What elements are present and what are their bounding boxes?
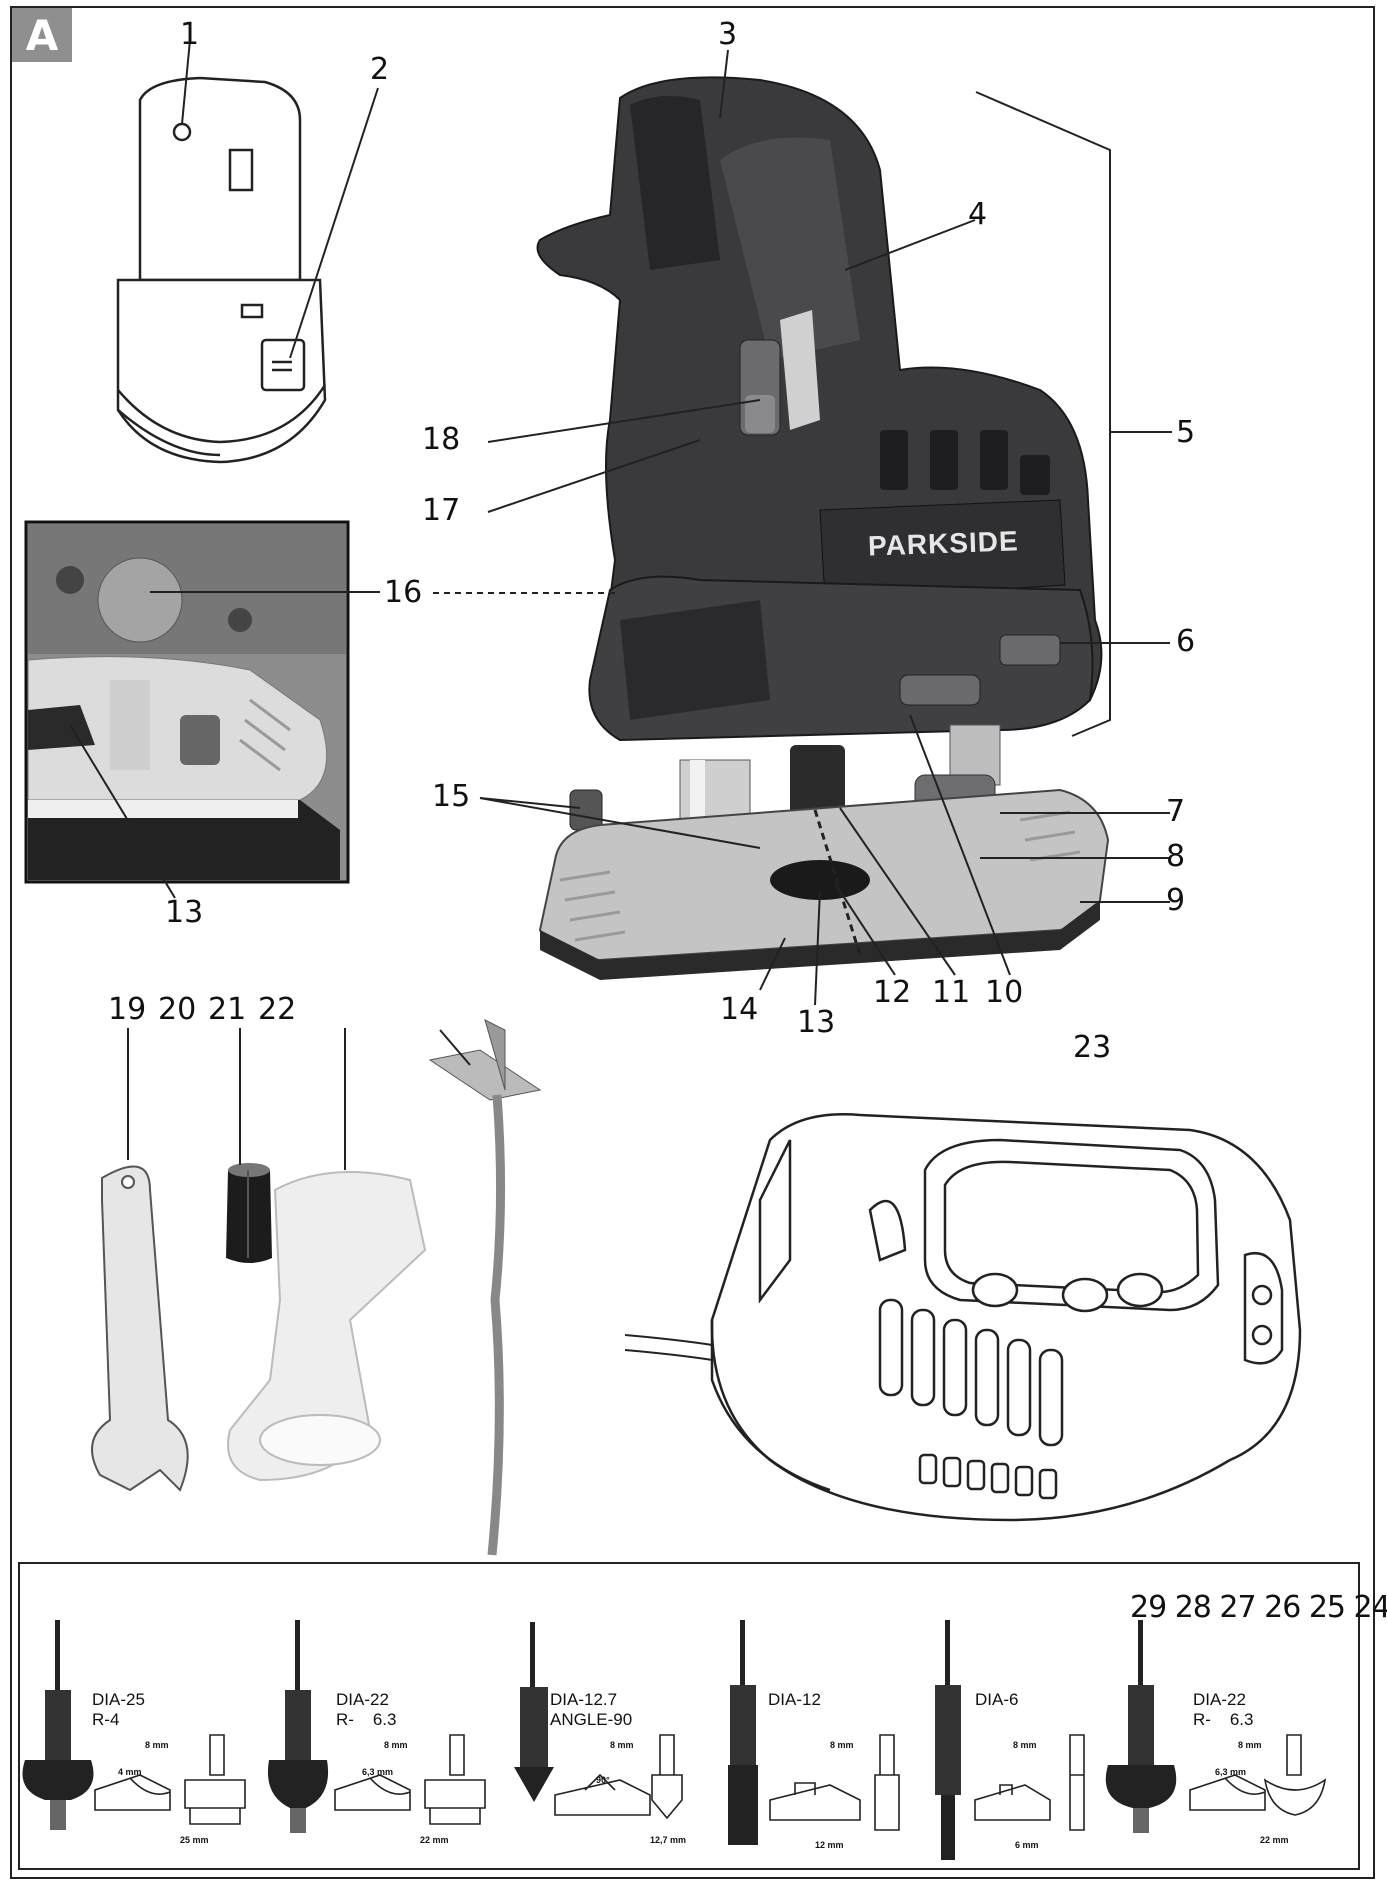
router-drawing (536, 76, 1110, 980)
bit-5-dia: 6 mm (1015, 1840, 1039, 1850)
bit-1-cut: 4 mm (118, 1767, 142, 1777)
callout-6: 6 (1176, 624, 1196, 659)
callout-12: 12 (873, 975, 912, 1010)
bit-2-shank: 8 mm (384, 1740, 408, 1750)
figure-letter-badge: A (12, 8, 72, 62)
brand-nameplate: PARKSIDE (867, 525, 1020, 562)
callout-15: 15 (432, 779, 471, 814)
callout-18: 18 (422, 422, 461, 457)
inset-detail (24, 520, 350, 884)
router-bits-drawing (22, 1620, 1327, 1860)
callout-2: 2 (370, 52, 390, 87)
leader-lines-router (433, 49, 1170, 1006)
callout-21: 21 (208, 992, 247, 1027)
callout-10: 10 (985, 975, 1024, 1010)
router-bits-panel (18, 1562, 1360, 1870)
figure-frame (10, 6, 1375, 1879)
callout-13-inset: 13 (165, 895, 204, 930)
bit-3-dia: 12,7 mm (650, 1835, 687, 1845)
leader-2 (289, 87, 379, 359)
bit-4-dia: 12 mm (815, 1840, 844, 1850)
bit-6-cut: 6,3 mm (1215, 1767, 1247, 1777)
bit-2-cut: 6,3 mm (362, 1767, 394, 1777)
bit-1-dia: 25 mm (180, 1835, 209, 1845)
leader-1 (181, 39, 191, 125)
wrench-drawing (91, 1165, 189, 1492)
battery-pack-drawing (116, 76, 327, 464)
callout-3: 3 (718, 17, 738, 52)
bit-6-dia: 22 mm (1260, 1835, 1289, 1845)
dust-adapter-drawing (227, 1171, 427, 1482)
callout-8: 8 (1166, 839, 1186, 874)
callout-1: 1 (180, 17, 200, 52)
callout-20: 20 (158, 992, 197, 1027)
parallel-guide-drawing (428, 1019, 542, 1556)
callout-17: 17 (422, 493, 461, 528)
callout-23: 23 (1073, 1030, 1112, 1065)
callout-14: 14 (720, 992, 759, 1027)
bit-2-dia: 22 mm (420, 1835, 449, 1845)
bit-label-4: DIA-12 (768, 1690, 821, 1709)
bit-label-5: DIA-6 (975, 1690, 1019, 1709)
callout-5: 5 (1176, 415, 1196, 450)
callout-13: 13 (797, 1005, 836, 1040)
bit-4-shank: 8 mm (830, 1740, 854, 1750)
callout-9: 9 (1166, 883, 1186, 918)
charger-drawing (710, 1113, 1302, 1522)
router-bit-numbers: 29 28 27 26 25 24 (1130, 1590, 1387, 1625)
bit-5-shank: 8 mm (1013, 1740, 1037, 1750)
callout-16: 16 (384, 575, 423, 610)
bit-3-angle: 90° (596, 1775, 610, 1785)
callout-4: 4 (968, 197, 988, 232)
collet-drawing (226, 1163, 272, 1263)
callout-7: 7 (1166, 794, 1186, 829)
callout-22: 22 (258, 992, 297, 1027)
bit-3-shank: 8 mm (610, 1740, 634, 1750)
callout-19: 19 (108, 992, 147, 1027)
callout-11: 11 (932, 975, 971, 1010)
bit-1-shank: 8 mm (145, 1740, 169, 1750)
bracket-5 (975, 91, 1111, 737)
bit-6-shank: 8 mm (1238, 1740, 1262, 1750)
